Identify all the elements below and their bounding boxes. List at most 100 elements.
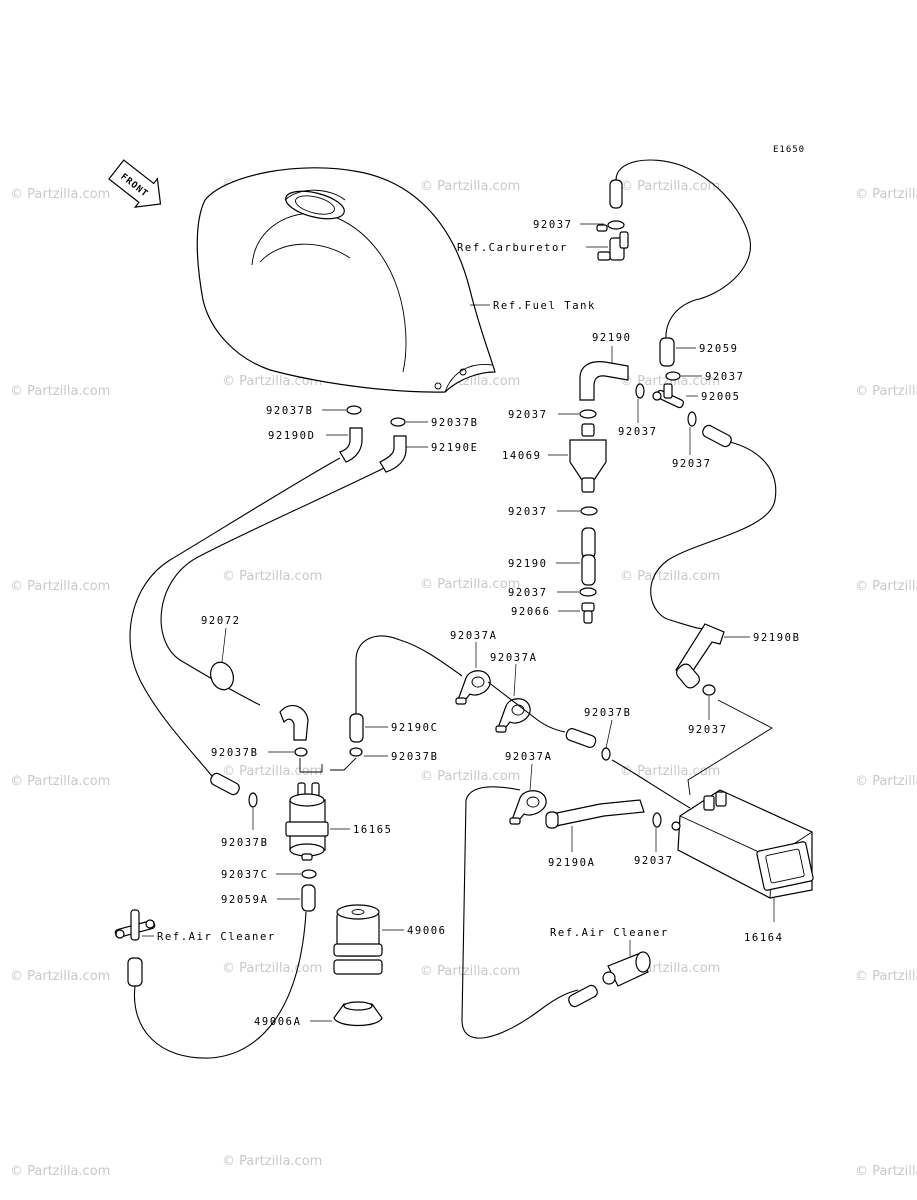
clip-92037B bbox=[248, 792, 258, 808]
watermark: © Partzilla.com bbox=[855, 969, 917, 984]
part-label-92072: 92072 bbox=[201, 615, 241, 627]
air-cleaner-fitting-right bbox=[602, 951, 651, 987]
part-label-92005: 92005 bbox=[701, 391, 741, 403]
pump-leader bbox=[330, 757, 357, 771]
part-label-92037B: 92037B bbox=[584, 707, 632, 719]
watermark: © Partzilla.com bbox=[620, 179, 720, 194]
part-label-16164: 16164 bbox=[744, 932, 784, 944]
clip-92037 bbox=[652, 812, 662, 828]
watermark: © Partzilla.com bbox=[420, 577, 520, 592]
purge-hose-loop bbox=[461, 786, 579, 1039]
part-label-92190A: 92190A bbox=[548, 857, 596, 869]
part-label-92037A: 92037A bbox=[505, 751, 553, 763]
watermark: © Partzilla.com bbox=[420, 964, 520, 979]
ref-carburetor-label: Ref.Carburetor bbox=[457, 242, 568, 254]
air-cleaner-tee-left bbox=[114, 909, 156, 941]
fuel-filter-14069 bbox=[569, 423, 607, 493]
elbow-hose-92190 bbox=[579, 361, 629, 401]
hose-92190 bbox=[581, 527, 596, 559]
vent-hose-upper bbox=[355, 635, 463, 714]
watermark: © Partzilla.com bbox=[620, 374, 720, 389]
part-label-92037: 92037 bbox=[508, 506, 548, 518]
clip-92037B bbox=[349, 747, 363, 757]
clamp-92037A bbox=[495, 698, 531, 733]
vent-hose-canister bbox=[611, 759, 691, 809]
hose-92190D bbox=[339, 427, 363, 463]
part-label-92190B: 92190B bbox=[753, 632, 801, 644]
part-label-92037: 92037 bbox=[705, 371, 745, 383]
watermark: © Partzilla.com bbox=[620, 764, 720, 779]
watermark: © Partzilla.com bbox=[222, 764, 322, 779]
part-label-14069: 14069 bbox=[502, 450, 542, 462]
part-label-92037B: 92037B bbox=[221, 837, 269, 849]
part-label-92037B: 92037B bbox=[266, 405, 314, 417]
fuel-pump-16165 bbox=[285, 782, 329, 861]
part-label-92037B: 92037B bbox=[431, 417, 479, 429]
part-label-92037: 92037 bbox=[508, 409, 548, 421]
watermark: © Partzilla.com bbox=[222, 961, 322, 976]
pump-bracket bbox=[299, 758, 323, 773]
part-label-92037: 92037 bbox=[533, 219, 573, 231]
vent-hose-inner bbox=[160, 467, 385, 706]
fuel-tank bbox=[196, 167, 496, 393]
air-cleaner-hose-left bbox=[133, 911, 307, 1059]
part-label-92190: 92190 bbox=[592, 332, 632, 344]
watermark: © Partzilla.com bbox=[10, 187, 110, 202]
ref-fuel-tank-label: Ref.Fuel Tank bbox=[493, 300, 596, 312]
part-label-92037A: 92037A bbox=[490, 652, 538, 664]
elbow-hose-92190B bbox=[675, 623, 725, 689]
clip-92037 bbox=[579, 587, 597, 597]
watermark: © Partzilla.com bbox=[855, 384, 917, 399]
hose-92190A bbox=[545, 799, 645, 829]
part-label-92037: 92037 bbox=[688, 724, 728, 736]
clip-92037B bbox=[346, 405, 362, 415]
hose-segment bbox=[565, 728, 597, 748]
band-92072 bbox=[210, 661, 234, 691]
part-label-92059: 92059 bbox=[699, 343, 739, 355]
vent-hose-left bbox=[129, 457, 341, 781]
ref-air-cleaner-label-left: Ref.Air Cleaner bbox=[157, 931, 276, 943]
hose-92190 bbox=[581, 554, 596, 586]
clip-92037 bbox=[702, 684, 716, 696]
part-label-92037A: 92037A bbox=[450, 630, 498, 642]
watermark: © Partzilla.com bbox=[10, 774, 110, 789]
hose-segment bbox=[568, 984, 598, 1008]
clip-92037 bbox=[635, 383, 645, 399]
part-label-92037C: 92037C bbox=[221, 869, 269, 881]
vent-hose-mid bbox=[487, 681, 566, 733]
clamp-92037A bbox=[509, 790, 547, 825]
diagram-code: E1650 bbox=[773, 145, 805, 155]
hose-segment bbox=[210, 772, 240, 796]
clip-92037B bbox=[390, 417, 406, 427]
part-label-92190: 92190 bbox=[508, 558, 548, 570]
watermark: © Partzilla.com bbox=[10, 384, 110, 399]
clip-92037 bbox=[580, 506, 598, 516]
watermark: © Partzilla.com bbox=[222, 1154, 322, 1169]
clip-92037B bbox=[294, 747, 308, 757]
watermark: © Partzilla.com bbox=[855, 187, 917, 202]
part-label-92037: 92037 bbox=[508, 587, 548, 599]
hose-segment bbox=[127, 957, 143, 987]
part-label-92037: 92037 bbox=[672, 458, 712, 470]
clamp-92037A bbox=[455, 670, 491, 705]
part-label-92037: 92037 bbox=[618, 426, 658, 438]
part-label-92190E: 92190E bbox=[431, 442, 479, 454]
hose-92190E bbox=[379, 435, 407, 473]
part-label-92190D: 92190D bbox=[268, 430, 316, 442]
watermark: © Partzilla.com bbox=[10, 969, 110, 984]
watermark: © Partzilla.com bbox=[620, 569, 720, 584]
part-label-92066: 92066 bbox=[511, 606, 551, 618]
clip-92037 bbox=[579, 409, 597, 419]
part-label-92037: 92037 bbox=[634, 855, 674, 867]
hose-92190C bbox=[349, 713, 364, 743]
hose-elbow-pump bbox=[279, 704, 309, 741]
cap-49006A bbox=[333, 1001, 383, 1027]
watermark: © Partzilla.com bbox=[855, 774, 917, 789]
hose-segment bbox=[702, 424, 732, 448]
watermark: © Partzilla.com bbox=[222, 569, 322, 584]
front-arrow-icon: FRONT bbox=[108, 159, 162, 208]
part-label-49006A: 49006A bbox=[254, 1016, 302, 1028]
part-label-92190C: 92190C bbox=[391, 722, 439, 734]
watermark: © Partzilla.com bbox=[10, 1164, 110, 1179]
